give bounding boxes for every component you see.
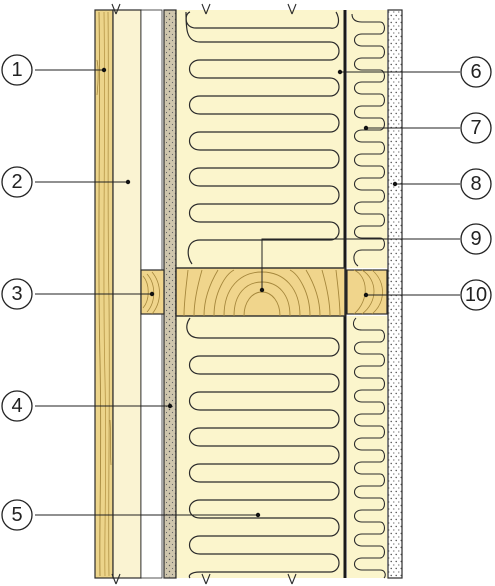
break-marks [111,3,297,585]
callout-7-number: 7 [470,117,481,139]
leader-lines [35,69,460,516]
callout-10: 10 [460,279,492,311]
layer-10-outer-batten [346,269,388,315]
layer-7-outer-insulation [347,10,387,579]
callout-3: 3 [1,278,33,310]
callout-2: 2 [1,166,33,198]
callout-6: 6 [460,56,492,88]
callout-1: 1 [1,54,33,86]
callout-10-number: 10 [465,284,487,306]
layer-9-timber-beam [175,267,346,317]
callout-5: 5 [1,499,33,531]
callout-7: 7 [460,112,492,144]
callout-4-number: 4 [11,395,22,417]
layer-8-render [387,9,403,579]
callout-3-number: 3 [11,283,22,305]
layer-4-gypsum-board [163,9,177,579]
callout-1-number: 1 [11,59,22,81]
callout-2-number: 2 [11,171,22,193]
callout-9-number: 9 [470,228,481,250]
layer-5-insulation [175,10,344,579]
callout-4: 4 [1,390,33,422]
callout-9: 9 [460,223,492,255]
callout-8-number: 8 [470,173,481,195]
callout-8: 8 [460,168,492,200]
leader-dots [101,67,398,518]
callout-6-number: 6 [470,61,481,83]
callout-5-number: 5 [11,504,22,526]
